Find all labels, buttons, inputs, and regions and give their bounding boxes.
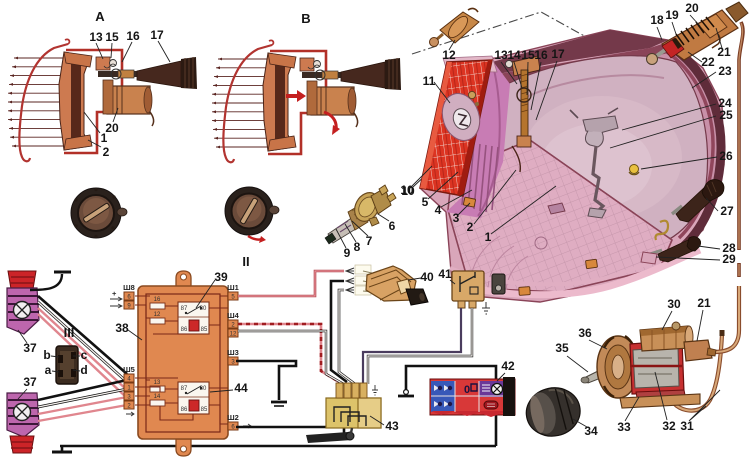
svg-text:10: 10	[401, 184, 415, 198]
svg-text:1: 1	[127, 386, 131, 392]
svg-text:6: 6	[389, 219, 396, 233]
svg-text:B: B	[301, 11, 310, 26]
svg-text:5: 5	[422, 195, 429, 209]
svg-text:9: 9	[344, 246, 351, 260]
svg-text:16: 16	[154, 297, 161, 303]
svg-text:1: 1	[485, 230, 492, 244]
svg-text:15: 15	[105, 30, 119, 44]
svg-text:16: 16	[534, 48, 548, 62]
svg-text:2: 2	[231, 323, 235, 329]
svg-text:35: 35	[555, 341, 569, 355]
svg-text:41: 41	[438, 267, 452, 281]
svg-text:17: 17	[150, 28, 164, 42]
svg-text:12: 12	[442, 48, 456, 62]
svg-text:Ш5: Ш5	[123, 365, 135, 374]
svg-text:87: 87	[181, 386, 188, 392]
svg-text:15: 15	[521, 48, 535, 62]
svg-text:c: c	[81, 348, 88, 362]
svg-text:87: 87	[181, 306, 188, 312]
svg-text:Ш8: Ш8	[123, 283, 135, 292]
svg-text:85: 85	[201, 327, 208, 333]
svg-text:42: 42	[501, 359, 515, 373]
svg-text:0: 0	[464, 384, 470, 396]
svg-text:40: 40	[420, 270, 434, 284]
svg-text:14: 14	[154, 394, 161, 400]
svg-text:16: 16	[126, 29, 140, 43]
svg-text:32: 32	[662, 419, 676, 433]
svg-text:38: 38	[115, 321, 129, 335]
svg-text:10: 10	[400, 183, 414, 197]
svg-text:44: 44	[234, 381, 248, 395]
svg-text:6: 6	[127, 295, 131, 301]
svg-text:13: 13	[89, 30, 103, 44]
svg-text:1: 1	[101, 131, 108, 145]
svg-text:Ш4: Ш4	[227, 311, 240, 320]
svg-text:20: 20	[105, 121, 119, 135]
svg-text:2: 2	[103, 145, 110, 159]
svg-text:27: 27	[720, 204, 734, 218]
svg-text:7: 7	[366, 234, 373, 248]
svg-text:36: 36	[578, 326, 592, 340]
svg-text:2: 2	[127, 404, 131, 410]
svg-text:24: 24	[718, 96, 732, 110]
svg-text:30: 30	[667, 297, 681, 311]
svg-text:18: 18	[650, 13, 664, 27]
svg-text:86: 86	[181, 407, 188, 413]
svg-text:9: 9	[127, 304, 131, 310]
svg-text:5: 5	[231, 295, 235, 301]
svg-text:17: 17	[551, 47, 565, 61]
svg-text:3: 3	[127, 395, 131, 401]
svg-text:2: 2	[467, 220, 474, 234]
svg-text:Ш1: Ш1	[227, 283, 239, 292]
svg-text:A: A	[95, 9, 105, 24]
svg-text:13: 13	[154, 380, 161, 386]
svg-text:25: 25	[719, 108, 733, 122]
svg-text:III: III	[64, 325, 75, 340]
svg-text:37: 37	[23, 375, 37, 389]
svg-text:30: 30	[200, 306, 207, 312]
svg-text:43: 43	[385, 419, 399, 433]
svg-text:3: 3	[453, 211, 460, 225]
svg-text:19: 19	[665, 8, 679, 22]
svg-text:14: 14	[507, 48, 521, 62]
svg-text:4: 4	[435, 203, 442, 217]
svg-text:4: 4	[127, 377, 131, 383]
svg-text:12: 12	[230, 332, 237, 338]
svg-text:20: 20	[685, 1, 699, 15]
svg-text:+: +	[112, 289, 117, 298]
svg-text:Ш2: Ш2	[227, 413, 239, 422]
svg-text:23: 23	[718, 64, 732, 78]
svg-text:12: 12	[154, 312, 161, 318]
svg-text:3: 3	[231, 360, 235, 366]
svg-text:39: 39	[214, 270, 228, 284]
svg-text:29: 29	[722, 252, 736, 266]
svg-text:13: 13	[494, 48, 508, 62]
svg-text:8: 8	[354, 240, 361, 254]
svg-text:d: d	[80, 363, 87, 377]
svg-text:85: 85	[201, 407, 208, 413]
svg-text:21: 21	[697, 296, 711, 310]
svg-text:22: 22	[701, 55, 715, 69]
svg-text:30: 30	[200, 386, 207, 392]
svg-text:33: 33	[617, 420, 631, 434]
svg-text:a: a	[45, 363, 52, 377]
svg-text:26: 26	[719, 149, 733, 163]
svg-text:21: 21	[717, 45, 731, 59]
svg-text:86: 86	[181, 327, 188, 333]
svg-text:II: II	[242, 254, 249, 269]
svg-text:11: 11	[423, 74, 436, 88]
svg-text:b: b	[43, 348, 50, 362]
svg-text:Ш3: Ш3	[227, 348, 239, 357]
svg-text:28: 28	[722, 241, 736, 255]
svg-text:31: 31	[680, 419, 694, 433]
svg-text:37: 37	[23, 341, 37, 355]
svg-text:34: 34	[584, 424, 598, 438]
svg-text:6: 6	[231, 425, 235, 431]
